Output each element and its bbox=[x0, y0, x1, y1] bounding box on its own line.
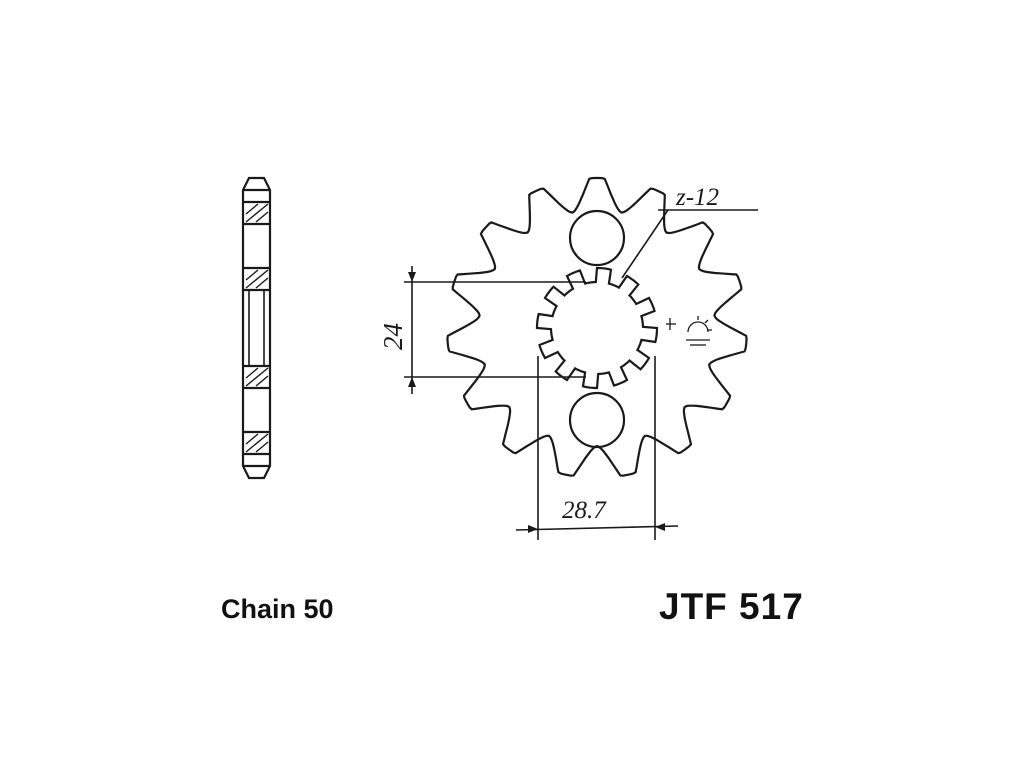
hole-spacing-label: 28.7 bbox=[562, 497, 607, 524]
dimension-hole-spacing bbox=[515, 356, 679, 540]
side-profile-outline bbox=[241, 176, 272, 480]
sprocket-tooth-outline bbox=[446, 176, 748, 477]
part-number-label: JTF 517 bbox=[659, 586, 804, 627]
spline-count-label: z-12 bbox=[675, 184, 719, 211]
side-profile-view bbox=[241, 176, 272, 480]
manufacturer-mark-icon bbox=[666, 316, 712, 346]
lightening-hole-top bbox=[568, 209, 626, 267]
chain-size-label: Chain 50 bbox=[221, 594, 334, 624]
spline-count-leader bbox=[621, 209, 758, 279]
lightening-hole-bottom bbox=[568, 391, 626, 449]
spline-diameter-label: 24 bbox=[378, 323, 408, 350]
sprocket-front-view bbox=[446, 176, 748, 477]
dimension-spline-diameter bbox=[404, 266, 586, 394]
spline-bore-outline bbox=[535, 266, 659, 390]
